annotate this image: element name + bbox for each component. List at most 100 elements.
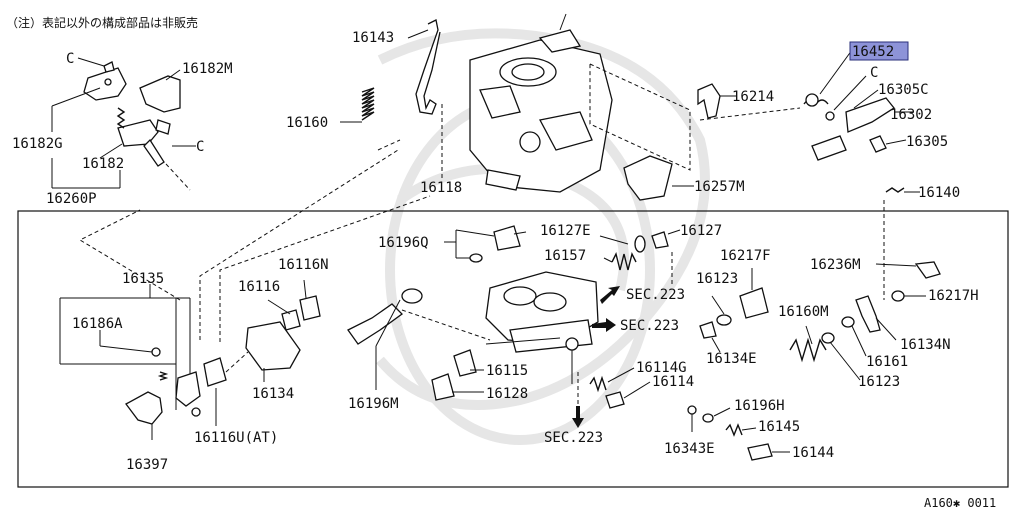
- spring-16160M: [789, 337, 827, 363]
- label-16135: 16135: [122, 271, 164, 287]
- arrow-sec-1: [600, 286, 620, 304]
- screw-16114: [605, 391, 625, 409]
- washer-c: [825, 111, 835, 121]
- label-16160: 16160: [286, 115, 328, 131]
- label-16182G: 16182G: [12, 136, 63, 152]
- part-16128: [431, 373, 455, 401]
- label-16236M: 16236M: [810, 257, 861, 273]
- label-c-1: C: [66, 51, 74, 67]
- label-16217H: 16217H: [928, 288, 979, 304]
- clip-16214: [697, 83, 721, 119]
- label-16114: 16114: [652, 374, 694, 390]
- spring-16160: [361, 87, 375, 121]
- label-16118: 16118: [420, 180, 462, 196]
- part-16236M: [914, 261, 941, 279]
- label-16302: 16302: [890, 107, 932, 123]
- label-16123-a: 16123: [696, 271, 738, 287]
- screw-16305: [869, 135, 887, 153]
- label-16343E: 16343E: [664, 441, 715, 457]
- label-16128: 16128: [486, 386, 528, 402]
- subassembly-frame: [17, 210, 1009, 488]
- spring-16114G: [589, 375, 607, 393]
- label-16134N: 16134N: [900, 337, 951, 353]
- label-16123-b: 16123: [858, 374, 900, 390]
- screw-c-a: [103, 61, 115, 73]
- bushing-16217H: [891, 290, 905, 302]
- label-16214: 16214: [732, 89, 774, 105]
- label-16196H: 16196H: [734, 398, 785, 414]
- label-16260P: 16260P: [46, 191, 97, 207]
- lever-16302: [845, 97, 895, 133]
- label-16186A: 16186A: [72, 316, 123, 332]
- connector-16196M: [347, 303, 403, 345]
- spring-16145: [725, 423, 743, 437]
- label-16182M: 16182M: [182, 61, 233, 77]
- sensor-16196Q: [493, 225, 521, 251]
- label-16305: 16305: [906, 134, 948, 150]
- label-16127: 16127: [680, 223, 722, 239]
- highlight-16452: [849, 41, 909, 61]
- note-text: （注）表記以外の構成部品は非販売: [6, 15, 198, 30]
- label-16134E: 16134E: [706, 351, 757, 367]
- cover-16257M: [623, 155, 673, 201]
- part-16115: [453, 349, 477, 377]
- label-16127E: 16127E: [540, 223, 591, 239]
- plate-16134: [245, 321, 301, 371]
- lever-16134N: [855, 295, 881, 333]
- bushing-16116U: [203, 357, 227, 387]
- carburetor-body: [469, 13, 613, 193]
- label-16143: 16143: [352, 30, 394, 46]
- screw-16186A: [151, 347, 161, 357]
- bracket-16182M: [139, 75, 181, 113]
- throttle-body: [485, 271, 599, 384]
- label-16452: 16452: [852, 44, 894, 60]
- clip-16343E: [687, 405, 697, 415]
- rod-16143: [415, 19, 441, 115]
- label-16144: 16144: [792, 445, 834, 461]
- arrow-sec-2: [592, 318, 616, 332]
- sec-ref-2: SEC.223: [620, 318, 679, 334]
- cylinder-16217F: [739, 287, 769, 319]
- label-16116U: 16116U(AT): [194, 430, 278, 446]
- label-16116N: 16116N: [278, 257, 329, 273]
- label-16157: 16157: [544, 248, 586, 264]
- spring-16140: [885, 187, 905, 193]
- sec-ref-1: SEC.223: [626, 287, 685, 303]
- label-16134: 16134: [252, 386, 294, 402]
- label-16217F: 16217F: [720, 248, 771, 264]
- label-16140: 16140: [918, 185, 960, 201]
- arrow-sec-3: [572, 406, 584, 428]
- bracket-16302: [811, 135, 847, 161]
- label-16116: 16116: [238, 279, 280, 295]
- spring-16452: [805, 93, 819, 107]
- bushing-16116: [281, 309, 301, 331]
- choke-bracket-group: [51, 57, 196, 191]
- label-16160M: 16160M: [778, 304, 829, 320]
- label-16114G: 16114G: [636, 360, 687, 376]
- label-16196Q: 16196Q: [378, 235, 429, 251]
- label-16145: 16145: [758, 419, 800, 435]
- spring-16157: [611, 251, 637, 271]
- label-16305C: 16305C: [878, 82, 929, 98]
- clip-16127: [651, 231, 669, 249]
- sec-ref-3: SEC.223: [544, 430, 603, 446]
- left-group-16135: [59, 284, 201, 440]
- image-code: A160✱ 0011: [924, 496, 996, 510]
- label-16397: 16397: [126, 457, 168, 473]
- diaphragm-16182: [117, 119, 159, 147]
- screw-c-b: [155, 119, 171, 135]
- screw-16144: [747, 443, 773, 461]
- washer-16196H: [702, 413, 714, 423]
- label-16115: 16115: [486, 363, 528, 379]
- right-top-group: [803, 41, 914, 161]
- lever-16397: [125, 391, 163, 425]
- label-c-2: C: [196, 139, 204, 155]
- washer-16161: [841, 316, 855, 328]
- label-16196M: 16196M: [348, 396, 399, 412]
- part-16134E: [699, 321, 717, 339]
- label-16161: 16161: [866, 354, 908, 370]
- bushing-16116N: [299, 295, 321, 321]
- label-16257M: 16257M: [694, 179, 745, 195]
- label-c-3: C: [870, 65, 878, 81]
